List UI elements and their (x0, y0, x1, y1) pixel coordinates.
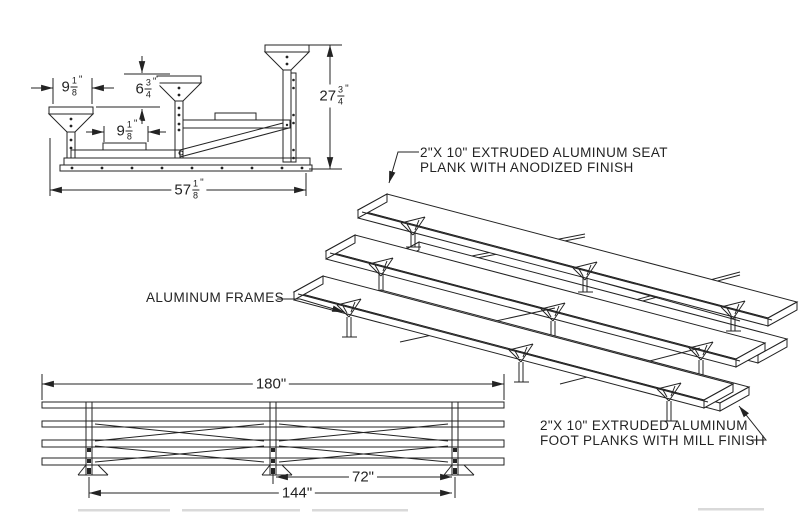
frame-rails (70, 112, 291, 159)
seat-support-row1 (47, 106, 95, 159)
front-view-frames (77, 401, 475, 476)
cropped-text-band (78, 508, 764, 512)
dimension-frame-spacing: 72" (348, 468, 378, 486)
front-elevation-view (41, 374, 505, 498)
frame-supports-row1 (336, 298, 682, 422)
base-rail (59, 157, 313, 172)
dimension-overall-length: 180" (252, 375, 290, 393)
side-view-section (31, 44, 342, 196)
front-view-dimension-lines (41, 374, 505, 498)
front-view-planks (41, 401, 505, 466)
isometric-view (277, 151, 799, 441)
dimension-frame-span: 144" (278, 484, 316, 502)
aluminum-frames-label: ALUMINUM FRAMES (146, 290, 285, 305)
foot-plank-label-line1: 2"X 10" EXTRUDED ALUMINUM (540, 418, 748, 433)
seat-plank-label-line1: 2"X 10" EXTRUDED ALUMINUM SEAT (420, 145, 668, 160)
seat-plank-label-line2: PLANK WITH ANODIZED FINISH (420, 159, 634, 175)
foot-plank-label-line2: FOOT PLANKS WITH MILL FINISH (540, 432, 765, 448)
seat-support-row3 (263, 44, 311, 163)
leader-lines (277, 151, 768, 441)
seat-plank-label: 2"X 10" EXTRUDED ALUMINUM SEAT PLANK WIT… (420, 145, 668, 175)
frame-supports-row3 (400, 216, 746, 332)
seat-plank-row2 (324, 234, 767, 368)
front-view-bracing (94, 423, 449, 463)
seat-plank-row1 (292, 275, 735, 409)
seat-support-row2 (155, 75, 203, 159)
foot-plank-label: 2"X 10" EXTRUDED ALUMINUM FOOT PLANKS WI… (540, 418, 765, 448)
seat-plank-row3 (356, 193, 799, 327)
